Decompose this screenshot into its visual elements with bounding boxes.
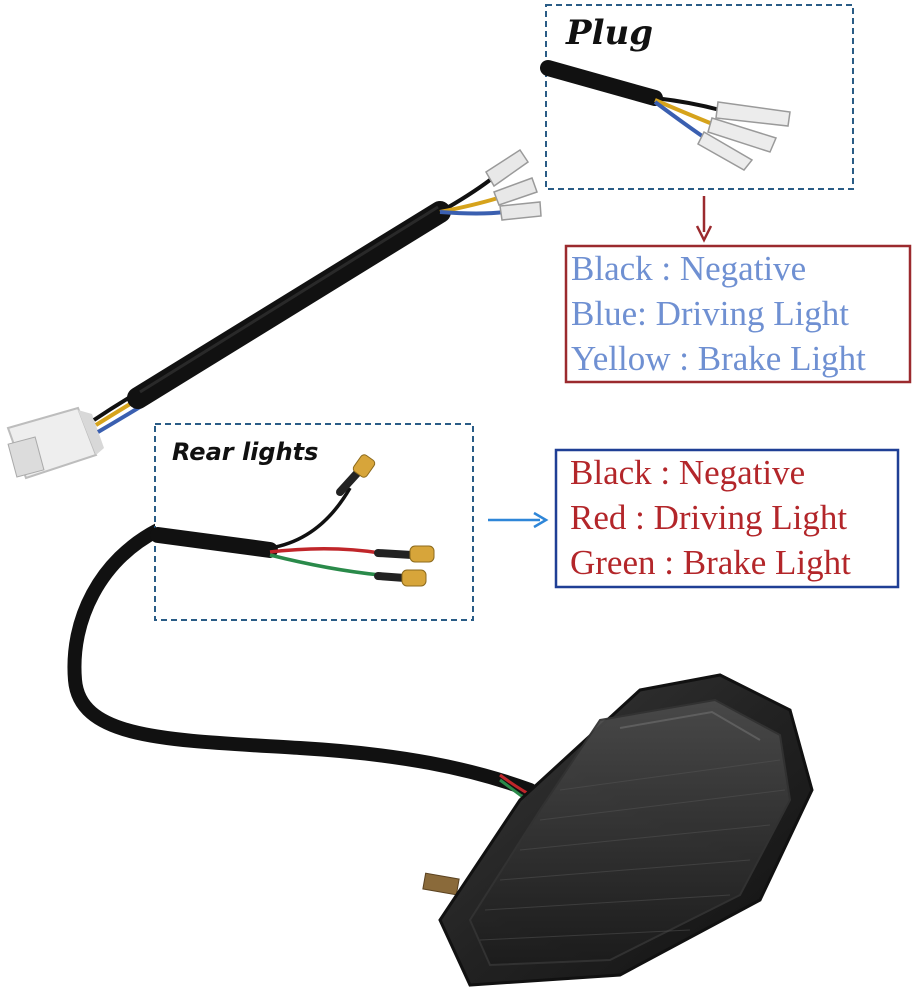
plug-legend-blue: Blue: Driving Light bbox=[571, 294, 849, 333]
plug-callout: Plug bbox=[540, 4, 854, 190]
rear-lights-callout-title: Rear lights bbox=[172, 438, 318, 466]
rear-lights-callout: Rear lights bbox=[150, 423, 474, 621]
rear-legend-black: Black : Negative bbox=[570, 453, 805, 492]
rear-lights-closeup-image bbox=[150, 454, 435, 587]
plug-callout-box bbox=[545, 4, 854, 190]
bolt-icon bbox=[422, 872, 460, 896]
arrow-down-icon bbox=[695, 196, 713, 243]
rear-legend-box bbox=[554, 448, 900, 589]
plug-legend-box bbox=[564, 244, 912, 384]
plug-legend: Black : Negative Blue: Driving Light Yel… bbox=[564, 244, 912, 384]
white-connector-icon bbox=[6, 406, 104, 480]
plug-callout-title: Plug bbox=[565, 13, 653, 53]
plug-closeup-image bbox=[540, 60, 791, 171]
plug-legend-black: Black : Negative bbox=[571, 249, 806, 288]
rear-legend: Black : Negative Red : Driving Light Gre… bbox=[554, 448, 900, 589]
plug-harness bbox=[6, 148, 542, 480]
tail-lamp-image bbox=[422, 673, 814, 987]
rear-lights-callout-box bbox=[154, 423, 474, 621]
rear-legend-green: Green : Brake Light bbox=[570, 543, 851, 582]
arrow-right-icon bbox=[488, 511, 549, 529]
plug-legend-yellow: Yellow : Brake Light bbox=[571, 339, 866, 378]
spade-terminal-icon bbox=[484, 148, 542, 221]
rear-legend-red: Red : Driving Light bbox=[570, 498, 847, 537]
